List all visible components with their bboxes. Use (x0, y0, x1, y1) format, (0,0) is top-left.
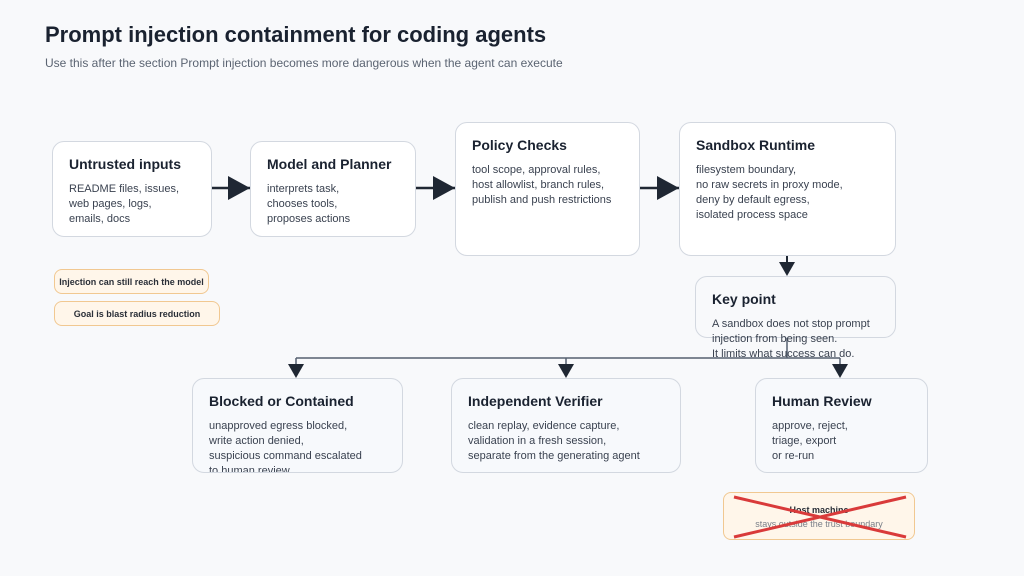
note-injection: Injection can still reach the model (54, 269, 209, 294)
diagram-title: Prompt injection containment for coding … (45, 22, 547, 47)
arrow-sandbox-to-keypoint (779, 256, 795, 276)
node-body: filesystem boundary, no raw secrets in p… (696, 164, 843, 221)
diagram-subtitle: Use this after the section Prompt inject… (45, 56, 563, 70)
node-title: Independent Verifier (468, 393, 603, 409)
node-model-and-planner: Model and Planner interprets task, choos… (250, 141, 416, 237)
node-body: interprets task, chooses tools, proposes… (267, 183, 351, 225)
node-sandbox-runtime: Sandbox Runtime filesystem boundary, no … (679, 122, 896, 256)
arrow-model-to-policy (416, 176, 455, 200)
node-title: Model and Planner (267, 156, 392, 172)
host-subtitle: stays outside the trust boundary (755, 519, 883, 529)
note-goal: Goal is blast radius reduction (54, 301, 220, 326)
node-title: Blocked or Contained (209, 393, 354, 409)
node-body: clean replay, evidence capture, validati… (468, 420, 640, 462)
node-body: approve, reject, triage, export or re-ru… (772, 420, 848, 462)
host-machine-note: Host machine stays outside the trust bou… (723, 492, 915, 540)
node-body: README files, issues, web pages, logs, e… (69, 183, 180, 225)
node-title: Sandbox Runtime (696, 137, 816, 153)
node-body: tool scope, approval rules, host allowli… (472, 164, 612, 206)
node-key-point: Key point A sandbox does not stop prompt… (695, 276, 896, 360)
node-title: Human Review (772, 393, 872, 409)
arrow-untrusted-to-model (212, 176, 250, 200)
node-title: Key point (712, 291, 776, 307)
fan-out-connector (288, 338, 848, 378)
arrow-policy-to-sandbox (640, 176, 679, 200)
node-title: Policy Checks (472, 137, 567, 153)
node-untrusted-inputs: Untrusted inputs README files, issues, w… (52, 141, 212, 237)
node-body: unapproved egress blocked, write action … (209, 420, 362, 473)
node-human-review: Human Review approve, reject, triage, ex… (755, 378, 928, 473)
node-independent-verifier: Independent Verifier clean replay, evide… (451, 378, 681, 473)
node-policy-checks: Policy Checks tool scope, approval rules… (455, 122, 640, 256)
node-blocked-or-contained: Blocked or Contained unapproved egress b… (192, 378, 403, 473)
node-body: A sandbox does not stop prompt injection… (712, 318, 870, 360)
node-title: Untrusted inputs (69, 156, 181, 172)
strike-through-x (733, 495, 907, 539)
host-title: Host machine (789, 505, 849, 515)
